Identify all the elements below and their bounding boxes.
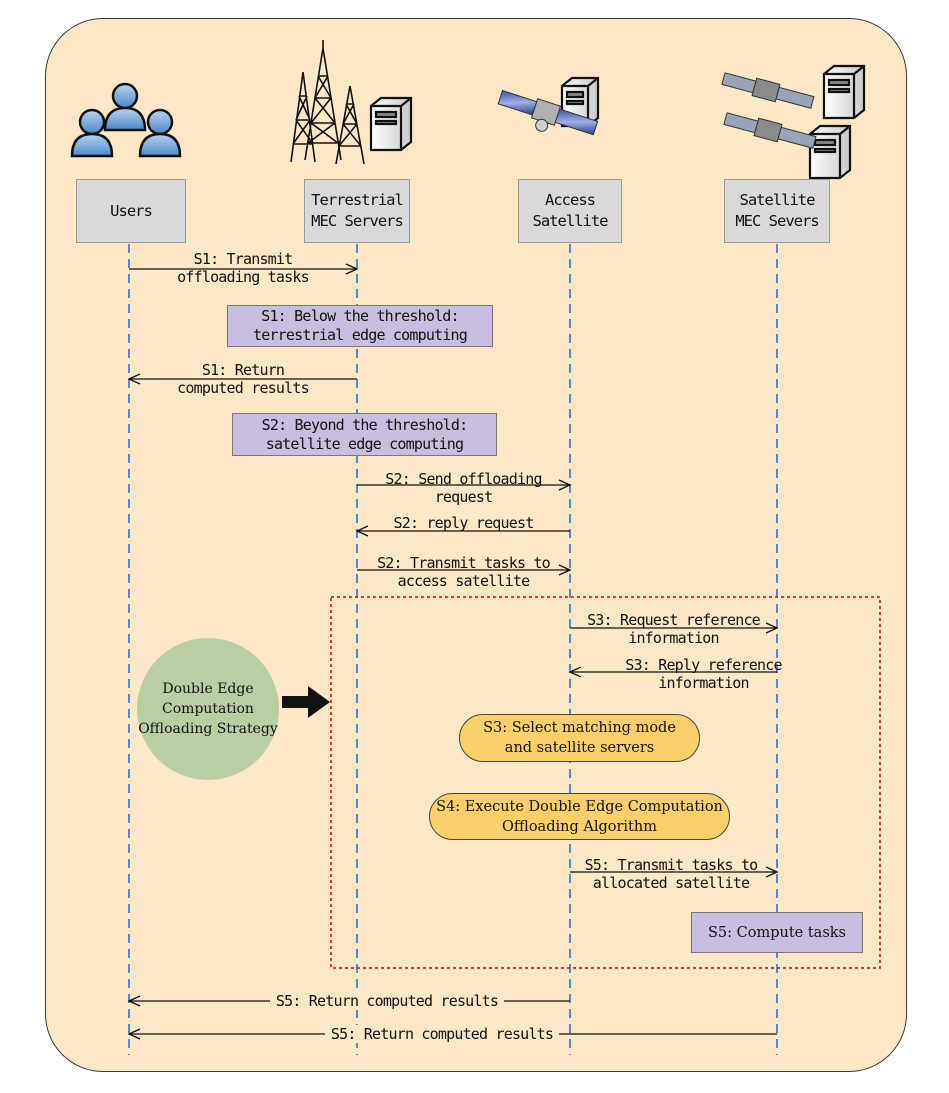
- tower-icon: [290, 40, 365, 165]
- server-icon: [369, 64, 866, 180]
- participant-access-satellite: Access Satellite: [518, 179, 622, 243]
- label-m1: S1: Transmit offloading tasks: [177, 250, 310, 286]
- label-m6: S3: Request reference information: [587, 611, 761, 647]
- note-compute-tasks: S5: Compute tasks: [691, 912, 863, 953]
- users-icon: [70, 82, 182, 158]
- participant-satellite-mec: Satellite MEC Severs: [724, 179, 830, 243]
- label-m2: S1: Return computed results: [177, 361, 310, 397]
- note-below-threshold: S1: Below the threshold: terrestrial edg…: [227, 305, 493, 347]
- label-m10: S5: Return computed results: [312, 1025, 572, 1043]
- label-m7: S3: Reply reference information: [625, 656, 782, 692]
- note-execute-algorithm: S4: Execute Double Edge Computation Offl…: [429, 793, 730, 840]
- dashed-region: [330, 596, 881, 969]
- satellite-icon: [497, 72, 817, 149]
- participant-terrestrial: Terrestrial MEC Servers: [304, 179, 410, 243]
- label-m8: S5: Transmit tasks to allocated satellit…: [584, 856, 759, 892]
- label-m3: S2: Send offloading request: [385, 470, 542, 506]
- label-m4: S2: reply request: [393, 514, 535, 532]
- note-select-mode: S3: Select matching mode and satellite s…: [459, 714, 700, 762]
- strategy-arrow: [282, 686, 330, 718]
- note-beyond-threshold: S2: Beyond the threshold: satellite edge…: [232, 413, 497, 456]
- participant-users: Users: [76, 179, 186, 243]
- strategy-circle: Double Edge Computation Offloading Strat…: [137, 638, 279, 780]
- label-m5: S2: Transmit tasks to access satellite: [377, 554, 551, 590]
- label-m9: S5: Return computed results: [257, 992, 517, 1010]
